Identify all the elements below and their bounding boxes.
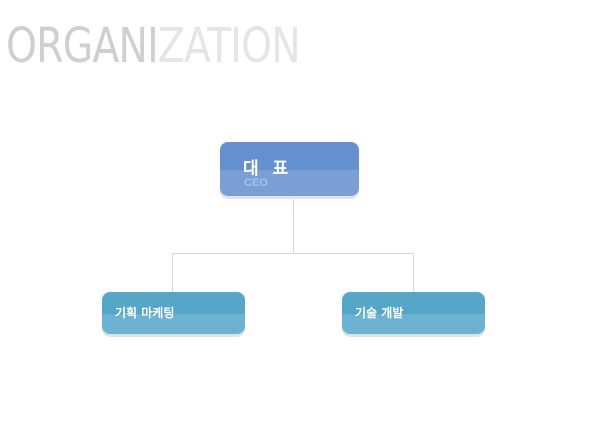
org-node-development: 기술 개발 bbox=[342, 292, 485, 334]
connector-to-development bbox=[413, 253, 414, 293]
marketing-label: 기획 마케팅 bbox=[115, 306, 175, 320]
ceo-title: 대 표 bbox=[243, 159, 293, 179]
page-title-strong: ORGANI bbox=[6, 18, 159, 74]
page-title: ORGANIZATION bbox=[6, 18, 301, 74]
node-shade bbox=[342, 313, 485, 334]
connector-root-down bbox=[293, 196, 294, 253]
node-shade bbox=[220, 170, 359, 196]
page-title-light: ZATION bbox=[157, 18, 301, 74]
node-shade bbox=[102, 313, 245, 334]
development-label: 기술 개발 bbox=[355, 306, 404, 320]
org-node-marketing: 기획 마케팅 bbox=[102, 292, 245, 334]
connector-to-marketing bbox=[172, 253, 173, 293]
ceo-subtitle: CEO bbox=[244, 177, 268, 189]
connector-branch bbox=[172, 253, 414, 254]
org-node-ceo: 대 표 CEO bbox=[220, 142, 359, 196]
